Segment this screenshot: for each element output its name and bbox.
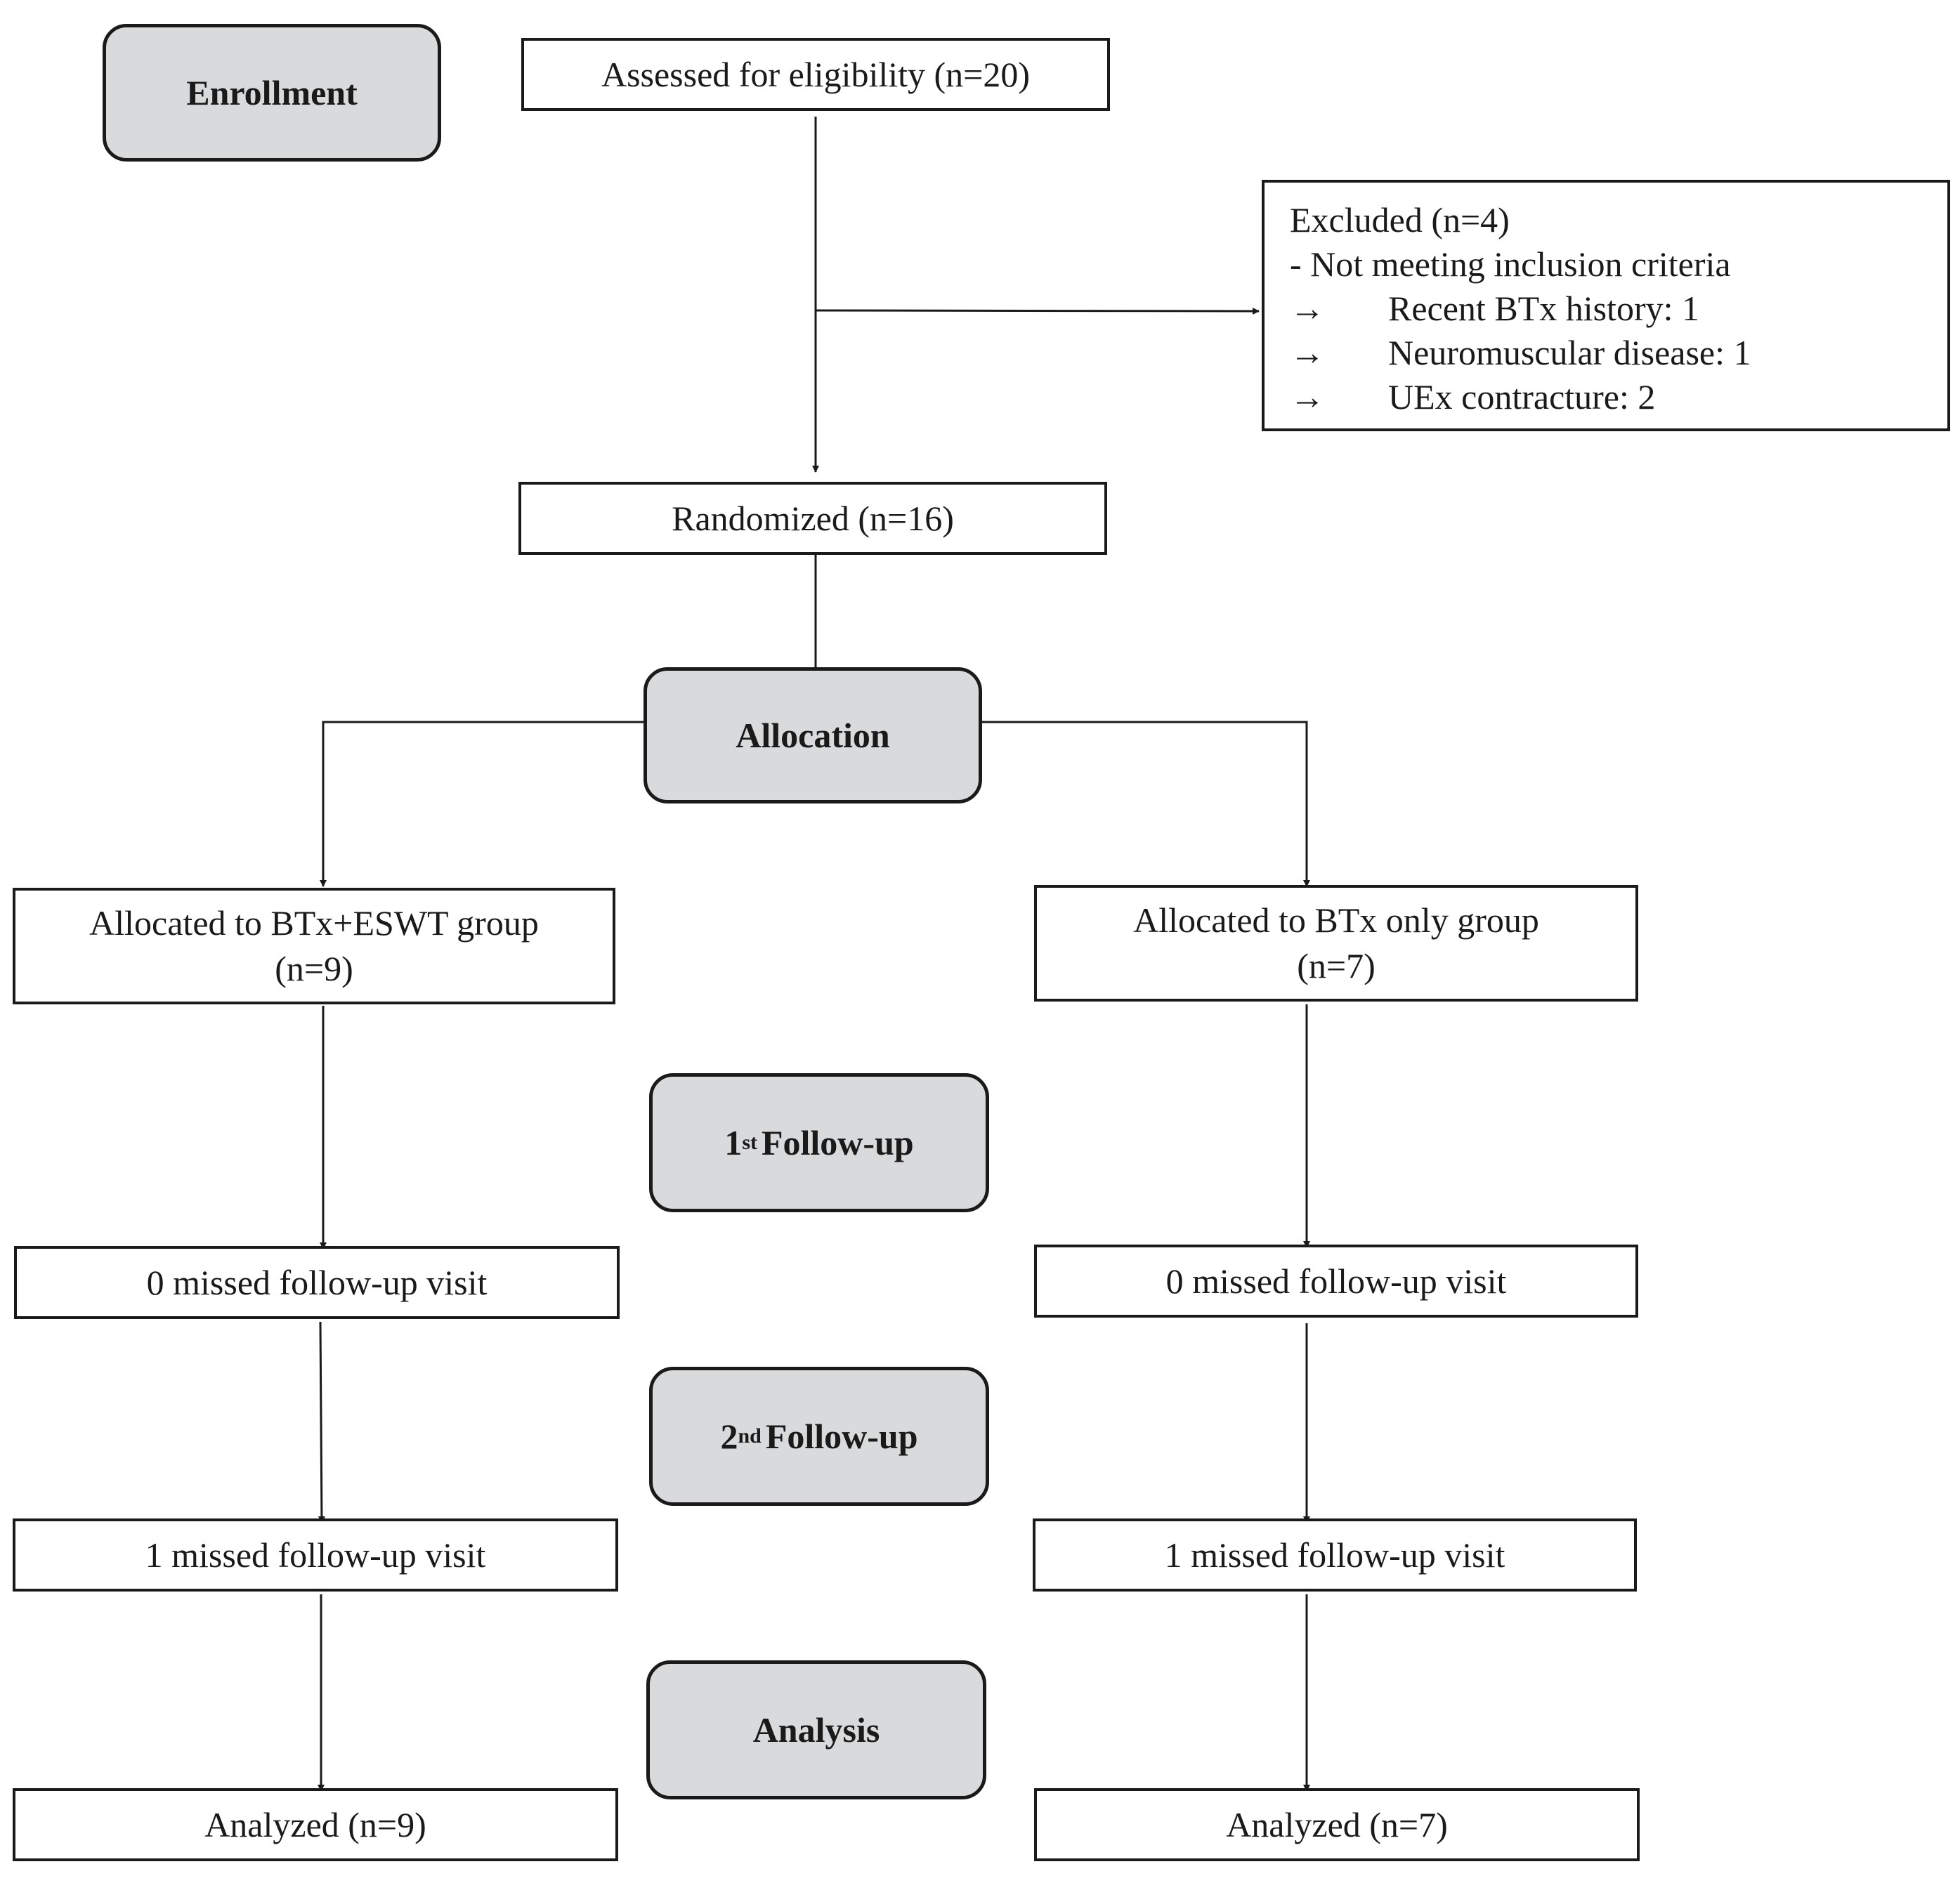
stage-followup-2-sup: nd [738,1424,762,1448]
excluded-item: → UEx contracture: 2 [1290,375,1947,419]
assessed-box: Assessed for eligibility (n=20) [521,38,1110,111]
right-followup1-text: 0 missed follow-up visit [1165,1261,1507,1301]
arrow-to-excluded [815,307,1260,315]
stage-allocation-label: Allocation [736,716,890,755]
stage-allocation: Allocation [643,667,982,803]
excluded-subtitle: - Not meeting inclusion criteria [1290,244,1731,284]
excluded-item-text: Neuromuscular disease: 1 [1388,333,1751,372]
right-analyzed-box: Analyzed (n=7) [1034,1788,1640,1861]
right-arrow-icon: → [1290,333,1325,372]
right-followup2-text: 1 missed follow-up visit [1164,1535,1505,1575]
left-followup2-text: 1 missed follow-up visit [145,1535,486,1575]
excluded-title: Excluded (n=4) [1290,200,1510,240]
excluded-item-text: UEx contracture: 2 [1388,377,1656,416]
left-allocated-line1: Allocated to BTx+ESWT group [89,903,539,943]
left-followup1-text: 0 missed follow-up visit [146,1262,488,1302]
right-followup1-box: 0 missed follow-up visit [1034,1245,1638,1318]
stage-followup-2-num: 2 [720,1417,738,1456]
stage-followup-1-sup: st [742,1131,757,1154]
right-followup2-box: 1 missed follow-up visit [1033,1518,1637,1592]
stage-analysis: Analysis [646,1660,986,1799]
right-arrow-icon: → [1290,377,1325,416]
excluded-box: Excluded (n=4) - Not meeting inclusion c… [1262,180,1950,431]
left-analyzed-text: Analyzed (n=9) [204,1804,426,1844]
arrow-allocation-to-right [981,721,1310,887]
assessed-text: Assessed for eligibility (n=20) [601,54,1031,94]
right-allocated-box: Allocated to BTx only group (n=7) [1034,885,1638,1002]
left-allocated-box: Allocated to BTx+ESWT group (n=9) [13,888,615,1004]
left-followup1-box: 0 missed follow-up visit [14,1246,620,1319]
excluded-item: → Neuromuscular disease: 1 [1290,331,1947,375]
right-arrow-icon: → [1290,289,1325,328]
left-allocated-line2: (n=9) [275,949,353,988]
excluded-item-text: Recent BTx history: 1 [1388,289,1699,328]
arrow-left-fu1-to-fu2 [318,1321,325,1523]
randomized-text: Randomized (n=16) [672,498,954,538]
left-analyzed-box: Analyzed (n=9) [13,1788,618,1861]
arrow-allocation-to-left [320,721,645,887]
excluded-item: → Recent BTx history: 1 [1290,287,1947,331]
stage-followup-1-label: Follow-up [761,1123,914,1162]
stage-enrollment-label: Enrollment [186,73,358,112]
right-allocated-line1: Allocated to BTx only group [1133,900,1539,940]
randomized-box: Randomized (n=16) [518,482,1107,555]
stage-enrollment: Enrollment [103,24,441,162]
right-allocated-line2: (n=7) [1297,946,1376,985]
right-analyzed-text: Analyzed (n=7) [1226,1804,1448,1844]
stage-followup-1-num: 1 [724,1123,743,1162]
left-followup2-box: 1 missed follow-up visit [13,1518,618,1592]
stage-analysis-label: Analysis [752,1710,880,1750]
stage-followup-2-label: Follow-up [765,1417,918,1456]
